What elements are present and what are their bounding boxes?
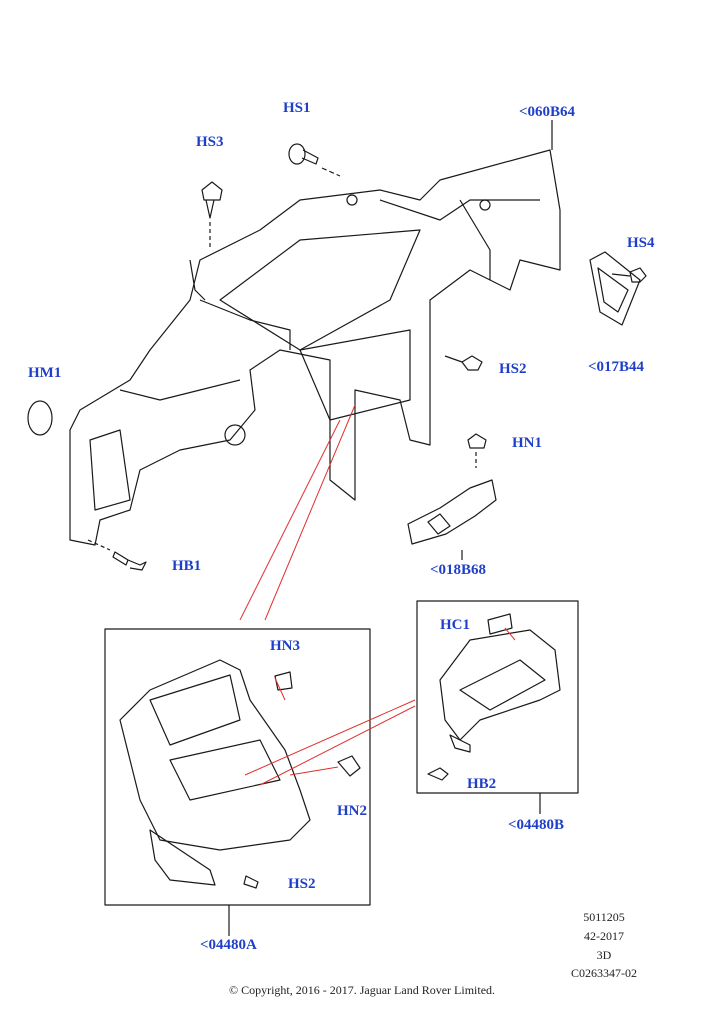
callout-hs1[interactable]: HS1	[283, 100, 311, 116]
callout-hs2-lower[interactable]: HS2	[288, 876, 316, 892]
callout-hb2[interactable]: HB2	[467, 776, 497, 792]
hs1-bolt	[288, 143, 341, 177]
callout-hn1[interactable]: HN1	[512, 435, 542, 451]
hs4-screw	[611, 267, 647, 283]
callout-04480b[interactable]: <04480B	[508, 817, 565, 833]
callout-hn2[interactable]: HN2	[337, 803, 367, 819]
detail-leaders	[239, 404, 516, 786]
callout-060b64[interactable]: <060B64	[519, 104, 576, 120]
cross-car-beam	[69, 149, 561, 546]
callout-hm1[interactable]: HM1	[28, 365, 62, 381]
bracket-017b44	[589, 251, 641, 326]
hb1-bolt	[87, 539, 147, 571]
hs2-upper-screw	[444, 355, 483, 371]
hm1-ring	[27, 400, 53, 436]
callout-hs2-upper[interactable]: HS2	[499, 361, 527, 377]
callout-017b44[interactable]: <017B44	[588, 359, 645, 375]
bracket-018b68	[407, 479, 497, 545]
callout-hc1[interactable]: HC1	[440, 617, 470, 633]
diagram-code-3: 3D	[596, 948, 612, 962]
detail-box-04480b	[416, 600, 579, 794]
hn1-nut	[467, 433, 487, 468]
callout-04480a[interactable]: <04480A	[200, 937, 257, 953]
callout-hb1[interactable]: HB1	[172, 558, 202, 574]
copyright-notice: © Copyright, 2016 - 2017. Jaguar Land Ro…	[228, 983, 496, 997]
callout-018b68[interactable]: <018B68	[430, 562, 487, 578]
detail-box-04480a	[104, 628, 371, 906]
diagram-code-1: 5011205	[583, 910, 625, 924]
callout-hs3[interactable]: HS3	[196, 134, 224, 150]
diagram-code-4: C0263347-02	[571, 966, 637, 980]
callout-hn3[interactable]: HN3	[270, 638, 300, 654]
callout-hs4[interactable]: HS4	[627, 235, 655, 251]
display-bracket-04480b	[427, 613, 561, 781]
hs3-clip	[201, 181, 223, 250]
diagram-code-2: 42-2017	[584, 929, 624, 943]
console-bracket-04480a	[119, 659, 361, 889]
